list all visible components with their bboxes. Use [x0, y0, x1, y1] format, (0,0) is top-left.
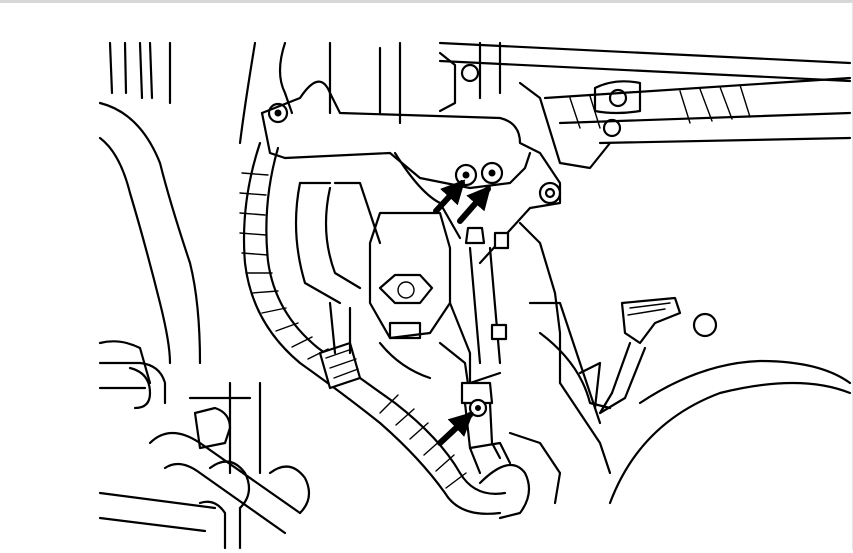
- bracket-bolt-arrow-1: [433, 179, 466, 214]
- engine-diagram: [98, 41, 852, 550]
- engine-block-center: [294, 181, 510, 400]
- left-coolant-hoses: [98, 41, 202, 410]
- bracket-bolt-arrow-2: [457, 185, 492, 224]
- lower-pipes: [98, 381, 311, 550]
- dipstick: [598, 296, 718, 415]
- lower-clamp: [460, 381, 512, 475]
- intake-manifold: [328, 41, 852, 170]
- mounting-bracket: [260, 80, 562, 265]
- wiring-harness: [238, 41, 531, 520]
- lower-bolt-arrow: [437, 411, 474, 446]
- right-housing: [508, 221, 852, 505]
